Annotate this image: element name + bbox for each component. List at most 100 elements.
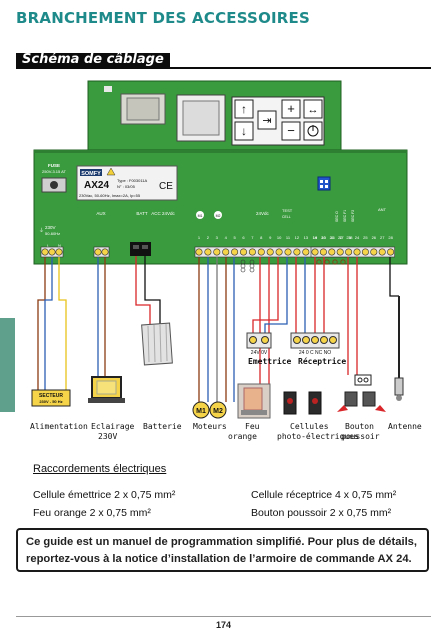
terminal-number-19: 19 [313,235,318,240]
receiver-terminal-labels: 24 0 C NC NO [299,350,331,356]
note-box: Ce guide est un manuel de programmation … [16,528,429,572]
caption-eclairage-sub: 230V [98,432,118,441]
terminal-screw [328,248,336,256]
terminal-number-6: 6 [242,235,245,240]
terminal-screw [101,248,109,256]
caption-cellules: Cellules [290,422,329,431]
dip-switch[interactable] [317,176,331,191]
svg-text:−: − [287,123,295,138]
terminal-number-27: 27 [380,235,385,240]
wire [144,256,161,324]
terminal-number-9: 9 [269,235,272,240]
terminal-screw [353,248,361,256]
fuse-label: FUSE [48,163,60,168]
terminal-number-14: 14 [312,235,317,240]
wire [37,257,46,390]
plus-key-icon[interactable] [281,99,301,119]
terminal-screw [370,248,378,256]
raccordements-title: Raccordements électriques [33,463,167,475]
terminal-screw [231,248,239,256]
footer-rule [16,616,431,617]
power-freq: 50-60Hz [45,231,60,236]
terminal-screw [48,248,56,256]
push-button-icon [337,374,386,412]
wire [252,257,279,336]
terminal-number-20: 20 [321,235,326,240]
ce-mark: CE [159,181,173,192]
secteur-sub: 230V - 50 Hz [39,399,62,404]
req-feu-orange: Feu orange 2 x 0,75 mm² [33,507,151,519]
antenna-icon [394,296,404,401]
terminal-number-10: 10 [277,235,282,240]
svg-text:↔: ↔ [308,104,319,116]
aux-label: AUX [96,211,105,216]
wire [44,257,53,390]
up-arrow-key-icon[interactable] [234,99,254,119]
minus-key-icon[interactable] [281,121,301,141]
terminal-number-2: 2 [207,235,210,240]
terminal-screw [195,248,203,256]
battery-icon [141,322,173,366]
warning-icon [106,167,116,176]
caption-antenne: Antenne [388,422,422,431]
secteur-label: SECTEUR [39,393,63,399]
terminal-screw [387,248,395,256]
section-title: Schéma de câblage [22,52,164,67]
caption-cellules-sub: photo-électriques [277,432,359,441]
caption-bouton-sub: poussoir [341,432,380,441]
orange-light-icon [237,383,271,419]
wire [58,257,67,390]
side-tab [0,318,15,412]
label-n: N [58,243,61,248]
terminal-screw [336,248,344,256]
caption-batterie: Batterie [143,422,182,431]
svg-text:⇥: ⇥ [262,115,271,127]
terminal-screw [378,248,386,256]
power-label: 230V [45,225,56,230]
caption-alimentation: Alimentation [30,422,88,431]
terminal-screw [275,248,283,256]
enter-key-icon[interactable] [257,110,277,130]
motor-m1-icon [192,401,210,419]
caption-feu-sub: orange [228,432,257,441]
left-right-key-icon[interactable] [303,99,323,119]
keypad: ↑ ↓ ⇥ + ↔ − [231,96,325,146]
terminal-screw [55,248,63,256]
terminal-screw [319,248,327,256]
board-serial: N° : 03/05 [117,184,136,189]
svg-text:↓: ↓ [241,124,247,138]
terminal-screw [345,248,353,256]
terminal-number-24: 24 [355,235,360,240]
down-arrow-key-icon[interactable] [234,121,254,141]
photocell-icon [283,391,322,415]
terminal-number-23: 23 [346,235,351,240]
caption-eclairage: Eclairage [91,422,135,431]
fuse-rating: 250V-3.15 AT [42,169,67,174]
security-label: SEC F1 [343,210,347,222]
terminal-screw [94,248,102,256]
svg-text:+: + [287,101,295,116]
acc-label: ACC 24Vdc [151,211,175,216]
terminal-number-22: 22 [338,235,343,240]
board-type: Type : F003011A [117,178,148,183]
terminal-number-3: 3 [216,235,219,240]
terminal-blocks [40,246,395,258]
board-m1-label: M1 [198,214,203,218]
req-cellule-receptrice: Cellule réceptrice 4 x 0,75 mm² [251,489,397,501]
terminal-number-18: 18 [348,235,353,240]
terminal-number-16: 16 [330,235,335,240]
motor-m2-icon [209,401,227,419]
wire [389,257,399,297]
page-number: 174 [215,620,232,630]
brand-logo: SOMFY [81,171,101,177]
batt-label: BATT [136,211,147,216]
terminal-screw [293,248,301,256]
terminal-screw [311,248,319,256]
section-bar: Schéma de câblage [16,52,431,69]
secteur-box [31,389,71,407]
wire [264,257,288,336]
terminal-screw [213,248,221,256]
terminal-number-4: 4 [225,235,228,240]
